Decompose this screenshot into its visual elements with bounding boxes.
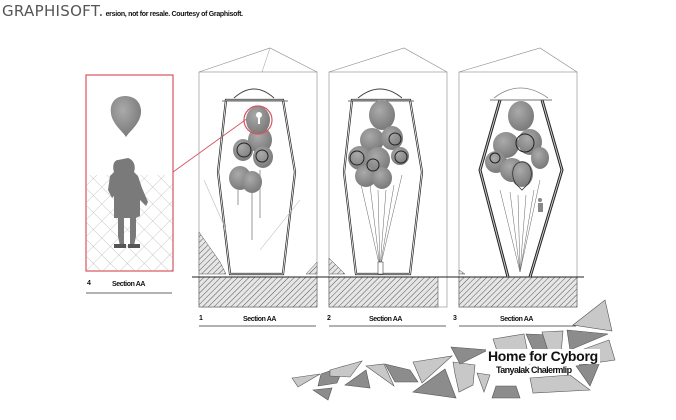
section-1-number: 1 [199,315,203,322]
section-1-drawing [192,47,322,327]
author-name: Tanyalak Chalermlip [494,365,574,375]
section-2-label: Section AA [369,316,403,323]
watermark: GRAPHISOFT. ersion, not for resale. Cour… [2,2,243,20]
section-4-label: Section AA [112,281,146,288]
watermark-note: ersion, not for resale. Courtesy of Grap… [105,11,244,18]
project-title: Home for Cyborg [488,348,598,364]
figure-icon [538,198,543,212]
balloon-cluster-icon [348,100,409,189]
detail-4-drawing [85,74,249,294]
balloon-icon [110,96,142,137]
section-3-drawing [452,47,584,327]
section-2-number: 2 [327,315,331,322]
section-3-number: 3 [453,315,457,322]
title-block: Home for Cyborg [486,349,600,364]
graphisoft-logo: GRAPHISOFT. [2,2,104,20]
cyborg-figure-icon [108,158,148,248]
section-3-label: Section AA [500,316,534,323]
section-2-drawing [322,47,452,327]
balloon-cluster-icon [229,105,273,240]
section-4-number: 4 [87,280,91,287]
section-1-label: Section AA [243,316,277,323]
balloon-cluster-icon [485,101,549,191]
